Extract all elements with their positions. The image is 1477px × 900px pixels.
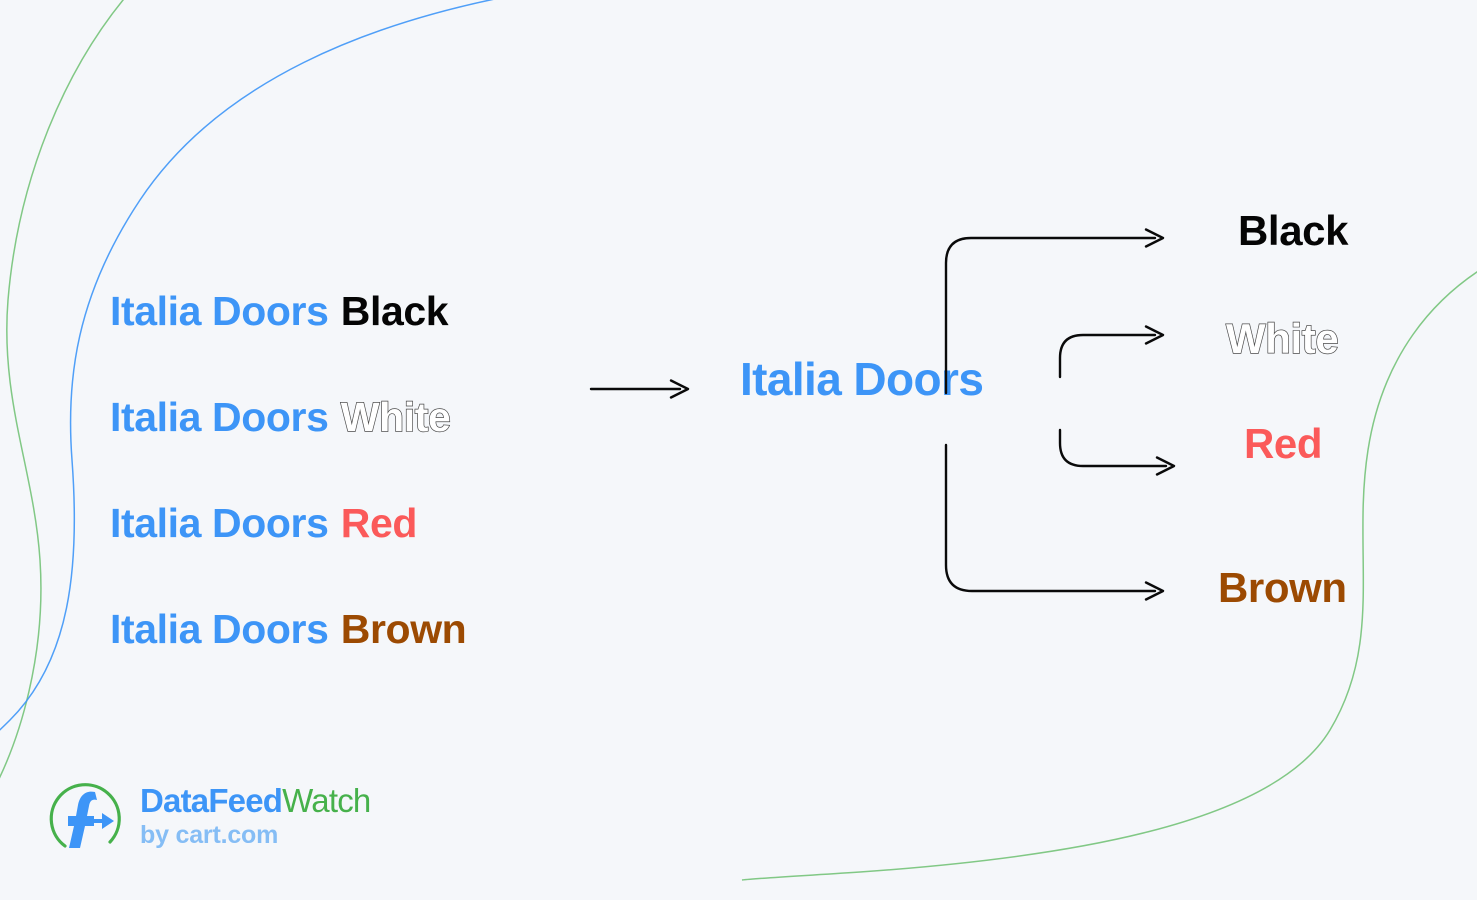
logo-tagline: by cart.com (140, 820, 279, 849)
output-label-white: White (1225, 314, 1339, 362)
grouped-product-title: Italia Doors (740, 353, 984, 405)
decor-curve-green-left (0, 0, 125, 779)
source-base-label: Italia Doors (110, 288, 329, 334)
source-variant-label-white: White (340, 393, 451, 440)
branch-arrowhead-red (1155, 456, 1176, 476)
arrow-right-icon (589, 379, 690, 399)
branch-arrowhead-white (1144, 325, 1165, 345)
logo-title: DataFeedWatch (140, 782, 371, 820)
branch-path-brown (944, 443, 1157, 593)
source-base-label: Italia Doors (110, 500, 329, 546)
branch-arrowhead-brown (1144, 581, 1165, 601)
datafeedwatch-f-arrow-circle-icon (49, 783, 121, 848)
logo-name-primary: DataFeed (140, 782, 283, 820)
output-label-black: Black (1238, 207, 1349, 254)
datafeedwatch-logo: DataFeedWatch by cart.com (48, 778, 371, 856)
source-base-label: Italia Doors (110, 606, 329, 652)
branch-arrowhead-black (1144, 228, 1165, 248)
output-label-brown: Brown (1218, 564, 1347, 611)
branch-path-black (944, 236, 1157, 395)
output-label-red: Red (1244, 420, 1323, 467)
branching-arrow-icon (944, 228, 1176, 601)
source-variant-label-brown: Brown (340, 606, 467, 652)
branch-path-white (1058, 333, 1157, 379)
source-variant-label-red: Red (340, 500, 418, 546)
branch-path-red (1058, 428, 1168, 468)
source-base-label: Italia Doors (110, 394, 329, 440)
logo-name-secondary: Watch (282, 782, 371, 820)
logo-wordmark: DataFeedWatch by cart.com (140, 782, 371, 849)
source-variant-label-black: Black (340, 288, 449, 334)
